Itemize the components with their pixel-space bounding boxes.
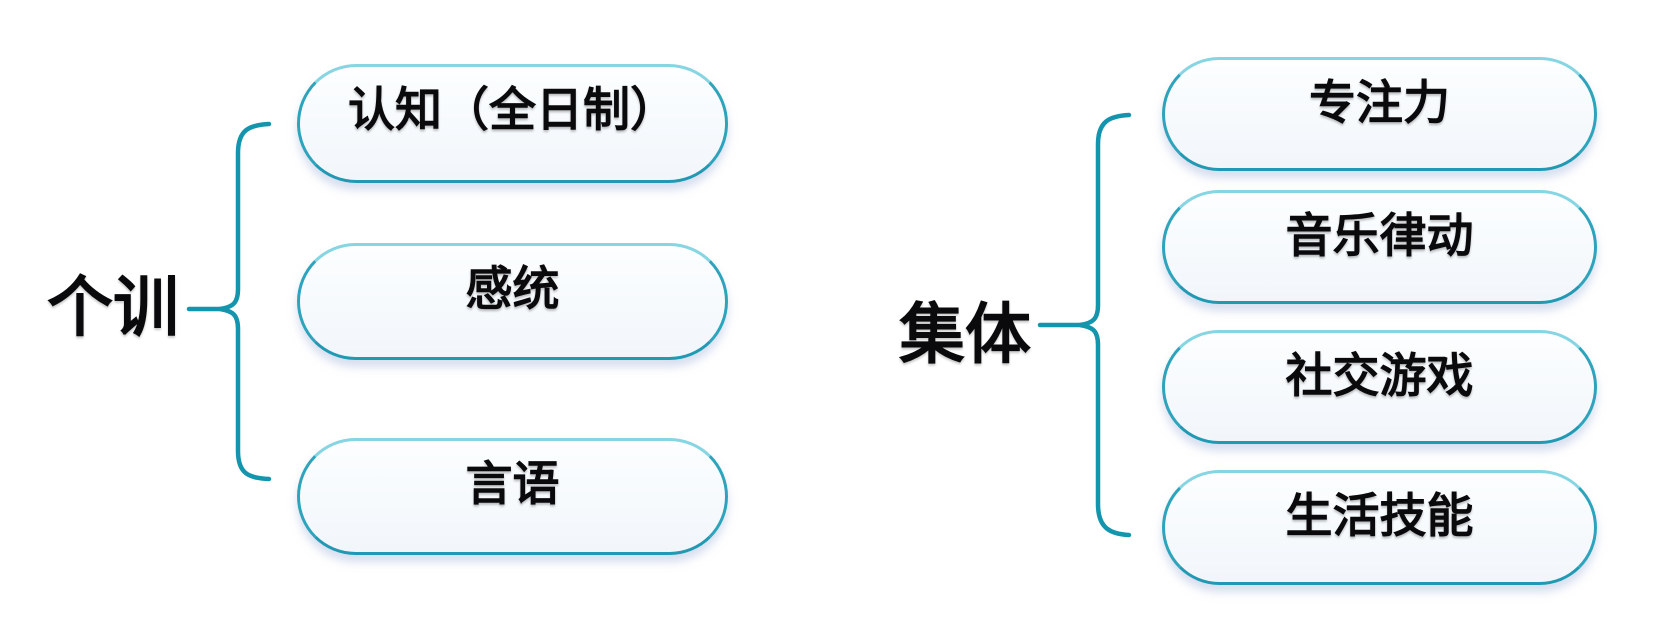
node-speech[interactable]: 言语: [297, 438, 728, 555]
node-label: 言语: [465, 457, 560, 510]
node-label: 社交游戏: [1285, 349, 1474, 402]
node-music-rhythm[interactable]: 音乐律动: [1162, 190, 1597, 304]
right-brace: [1079, 112, 1132, 538]
node-sensory-integration[interactable]: 感统: [297, 243, 728, 360]
node-label: 专注力: [1309, 76, 1450, 129]
group-label-group-training[interactable]: 集体: [899, 297, 1031, 371]
node-focus[interactable]: 专注力: [1162, 57, 1597, 171]
node-label: 感统: [465, 262, 560, 315]
node-label: 生活技能: [1285, 489, 1474, 542]
node-label: 认知（全日制）: [348, 83, 677, 136]
node-life-skills[interactable]: 生活技能: [1162, 470, 1597, 585]
left-brace: [219, 121, 272, 482]
node-cognition-fulltime[interactable]: 认知（全日制）: [297, 64, 728, 183]
group-label-individual-training[interactable]: 个训: [47, 270, 179, 344]
node-social-games[interactable]: 社交游戏: [1162, 330, 1597, 444]
node-label: 音乐律动: [1285, 209, 1474, 262]
